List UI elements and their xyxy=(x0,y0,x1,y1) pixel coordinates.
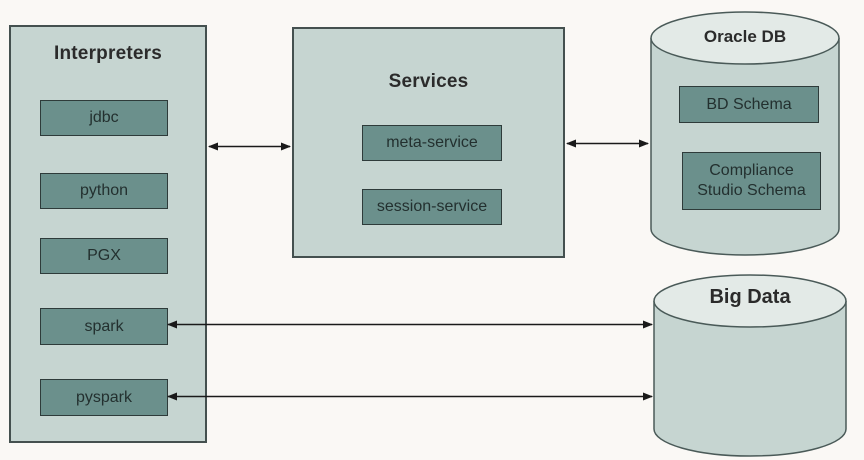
interpreters-group: Interpreters jdbc python PGX spark pyspa… xyxy=(9,25,207,443)
node-pgx: PGX xyxy=(40,238,168,274)
oracle-db-cylinder: Oracle DB BD Schema Compliance Studio Sc… xyxy=(650,10,840,258)
big-data-title: Big Data xyxy=(709,286,791,308)
interpreters-title: Interpreters xyxy=(54,43,162,64)
node-python: python xyxy=(40,173,168,209)
node-compliance-studio-schema: Compliance Studio Schema xyxy=(682,152,821,210)
node-meta-service: meta-service xyxy=(362,125,502,161)
node-jdbc: jdbc xyxy=(40,100,168,136)
database-cylinder-shape xyxy=(650,11,840,256)
services-group: Services meta-service session-service xyxy=(292,27,565,258)
big-data-cylinder: Big Data xyxy=(653,274,847,457)
database-cylinder-shape xyxy=(653,274,847,457)
node-bd-schema: BD Schema xyxy=(679,86,819,123)
services-title: Services xyxy=(388,71,469,92)
node-spark: spark xyxy=(40,308,168,345)
oracle-db-title: Oracle DB xyxy=(703,27,787,46)
node-session-service: session-service xyxy=(362,189,502,225)
node-pyspark: pyspark xyxy=(40,379,168,416)
